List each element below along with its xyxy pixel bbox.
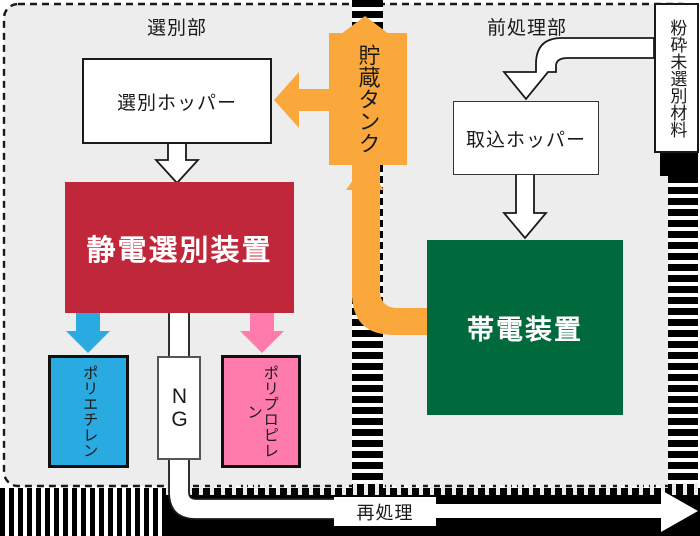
- reprocess-label: 再処理: [356, 502, 414, 523]
- charging-device-label: 帯電装置: [467, 315, 583, 345]
- conveyor-right-band: [668, 156, 698, 488]
- node-intake-hopper: 取込ホッパー: [453, 101, 599, 175]
- reprocess-label-box: 再処理: [334, 497, 436, 526]
- node-electrostatic-separator: 静電選別装置: [65, 182, 294, 313]
- reprocess-arrowhead: [661, 490, 698, 532]
- node-ng: NG: [157, 356, 201, 460]
- tank-to-hopper-arrow: [274, 72, 330, 128]
- section-label-pretreatment: 前処理部: [487, 18, 568, 39]
- sorting-hopper-label: 選別ホッパー: [116, 92, 237, 114]
- polyethylene-label: ポリエチレン: [80, 365, 98, 458]
- node-crushed-unsorted-material: 粉砕未選別材料: [654, 3, 699, 153]
- white-arrows: [153, 37, 655, 520]
- section-label-sorting: 選別部: [147, 18, 208, 39]
- polyethylene-arrow: [66, 311, 110, 353]
- conveyor-bottom-striped: [0, 488, 166, 536]
- node-polyethylene: ポリエチレン: [48, 355, 129, 468]
- tank-top-arrowhead: [341, 16, 389, 34]
- intake-to-charger-arrow: [502, 172, 548, 240]
- node-polypropylene: ポリプロピレン: [221, 355, 301, 468]
- electrostatic-separator-label: 静電選別装置: [86, 234, 273, 267]
- conveyor-right-top: [660, 150, 698, 176]
- node-charging-device: 帯電装置: [427, 240, 623, 415]
- polypropylene-arrow: [240, 311, 284, 353]
- storage-tank-label: 貯蔵タンク: [355, 44, 381, 154]
- intake-hopper-label: 取込ホッパー: [465, 129, 586, 151]
- polypropylene-label: ポリプロピレン: [245, 365, 279, 458]
- ng-label: NG: [168, 385, 192, 431]
- crushed-unsorted-material-label: 粉砕未選別材料: [667, 18, 687, 138]
- tank-inlet-arrowhead: [346, 163, 384, 190]
- node-sorting-hopper: 選別ホッパー: [82, 58, 272, 144]
- hopper-to-separator-arrow: [153, 140, 201, 185]
- reprocess-arrow: [430, 490, 698, 532]
- reprocess-arrow-shaft: [430, 504, 664, 518]
- node-storage-tank: 貯蔵タンク: [329, 33, 407, 165]
- material-to-intake-arrow: [502, 37, 655, 101]
